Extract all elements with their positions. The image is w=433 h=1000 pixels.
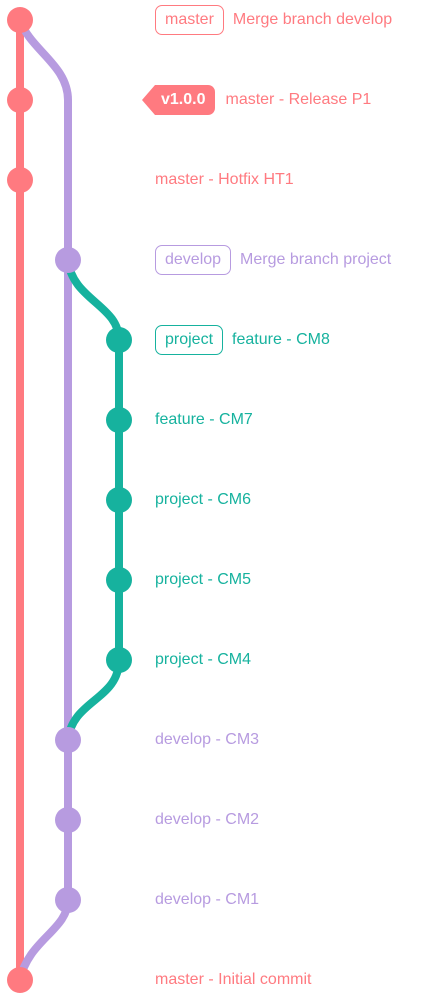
- commit-row[interactable]: develop - CM2: [155, 803, 259, 837]
- commit-node[interactable]: [106, 487, 132, 513]
- commit-node[interactable]: [55, 887, 81, 913]
- commit-node[interactable]: [106, 407, 132, 433]
- commit-row[interactable]: develop Merge branch project: [155, 243, 391, 277]
- commit-node[interactable]: [55, 807, 81, 833]
- commit-node[interactable]: [55, 247, 81, 273]
- develop-branch-line: [16, 16, 72, 984]
- commit-message: Merge branch project: [240, 251, 392, 268]
- commit-row[interactable]: develop - CM3: [155, 723, 259, 757]
- commit-message: develop - CM2: [155, 811, 260, 828]
- commit-row[interactable]: master - Hotfix HT1: [155, 163, 294, 197]
- commit-message: master - Initial commit: [155, 971, 312, 988]
- commit-row[interactable]: feature - CM7: [155, 403, 253, 437]
- commit-row[interactable]: project - CM5: [155, 563, 251, 597]
- commit-row[interactable]: master - Initial commit: [155, 963, 311, 997]
- tag-arrow-icon: [142, 85, 155, 115]
- commit-row[interactable]: project - CM4: [155, 643, 251, 677]
- version-tag: v1.0.0: [142, 85, 216, 115]
- commit-row[interactable]: project - CM6: [155, 483, 251, 517]
- commit-node[interactable]: [106, 647, 132, 673]
- commit-row[interactable]: project feature - CM8: [155, 323, 330, 357]
- commit-message: project - CM6: [155, 491, 252, 508]
- commit-node[interactable]: [7, 167, 33, 193]
- commit-node[interactable]: [106, 567, 132, 593]
- commit-message: master - Hotfix HT1: [155, 171, 294, 188]
- commit-node[interactable]: [106, 327, 132, 353]
- commit-row[interactable]: develop - CM1: [155, 883, 259, 917]
- branch-tag: master: [155, 5, 224, 35]
- commit-row[interactable]: master Merge branch develop: [155, 3, 392, 37]
- version-tag-label: v1.0.0: [155, 85, 216, 115]
- commit-node[interactable]: [7, 7, 33, 33]
- commit-node[interactable]: [7, 967, 33, 993]
- commit-node[interactable]: [55, 727, 81, 753]
- commit-message: master - Release P1: [225, 91, 372, 108]
- git-graph: [7, 7, 132, 993]
- commit-row[interactable]: v1.0.0 master - Release P1: [142, 83, 372, 117]
- commit-node[interactable]: [7, 87, 33, 113]
- commit-message: feature - CM8: [232, 331, 330, 348]
- commit-message: develop - CM1: [155, 891, 260, 908]
- branch-tag: project: [155, 325, 224, 355]
- commit-message: feature - CM7: [155, 411, 253, 428]
- commit-message: project - CM5: [155, 571, 252, 588]
- commit-message: develop - CM3: [155, 731, 260, 748]
- commit-message: project - CM4: [155, 651, 252, 668]
- branch-tag: develop: [155, 245, 232, 275]
- commit-message: Merge branch develop: [232, 11, 393, 28]
